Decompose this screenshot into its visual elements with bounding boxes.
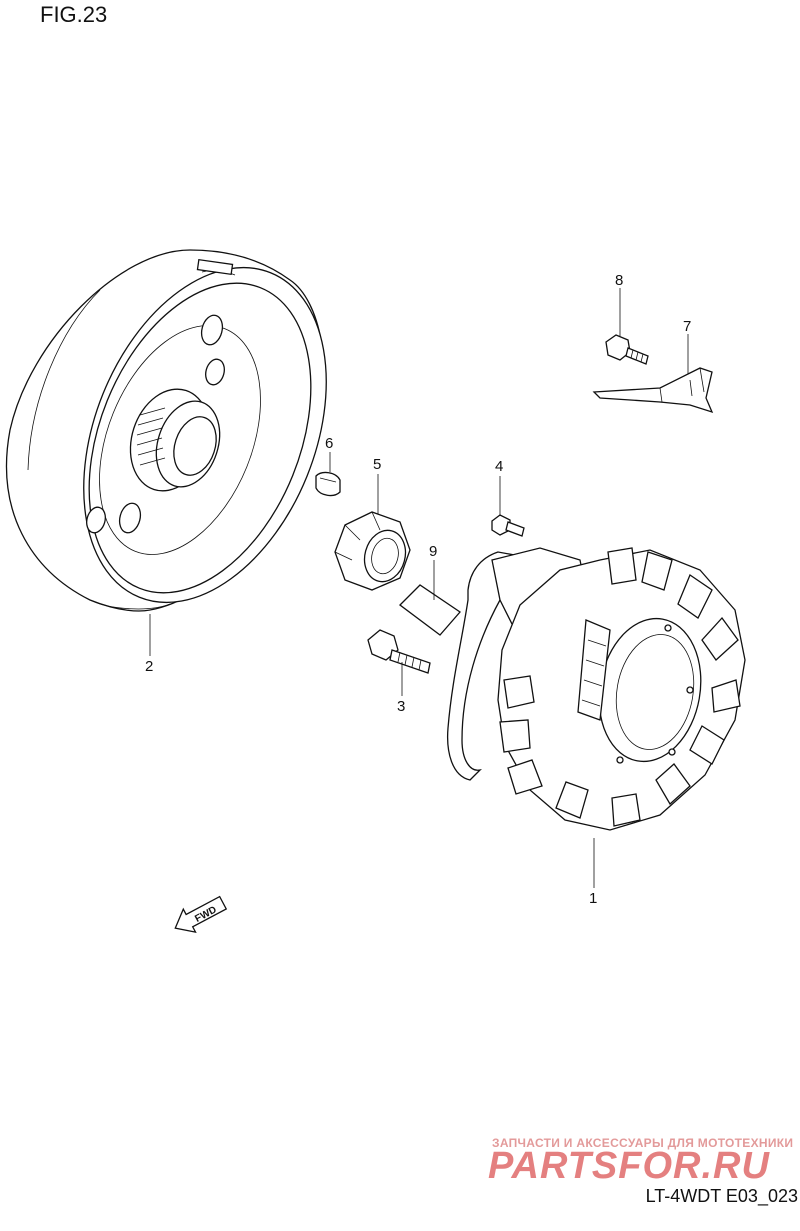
watermark-logo: PARTSFOR.RU (488, 1145, 770, 1187)
clamp-screw[interactable] (491, 514, 525, 537)
fwd-label: FWD (193, 904, 218, 924)
callout-8[interactable]: 8 (615, 272, 623, 289)
rotor-nut[interactable] (334, 511, 411, 591)
callouts: 1 2 3 4 5 6 7 8 9 (145, 272, 691, 907)
stator-assembly[interactable] (446, 547, 746, 831)
callout-3[interactable]: 3 (397, 698, 405, 715)
leader-lines (149, 288, 689, 888)
wire-clamp[interactable] (592, 367, 714, 414)
callout-5[interactable]: 5 (373, 456, 381, 473)
fwd-arrow-icon: FWD (174, 895, 228, 934)
woodruff-key[interactable] (315, 471, 341, 497)
shim-pad[interactable] (399, 584, 461, 636)
callout-2[interactable]: 2 (145, 658, 153, 675)
figure-title: FIG.23 (40, 2, 108, 27)
callout-4[interactable]: 4 (495, 458, 503, 475)
callout-7[interactable]: 7 (683, 318, 691, 335)
clamp-bolt[interactable] (605, 334, 649, 365)
stator-bolt[interactable] (367, 629, 431, 674)
figure-code: LT-4WDT E03_023 (645, 1186, 798, 1206)
callout-1[interactable]: 1 (589, 890, 597, 907)
flywheel-rotor[interactable] (5, 232, 373, 639)
watermark-tagline: ЗАПЧАСТИ И АКСЕССУАРЫ ДЛЯ МОТОТЕХНИКИ (492, 1136, 794, 1150)
callout-6[interactable]: 6 (325, 435, 333, 452)
callout-9[interactable]: 9 (429, 543, 437, 560)
